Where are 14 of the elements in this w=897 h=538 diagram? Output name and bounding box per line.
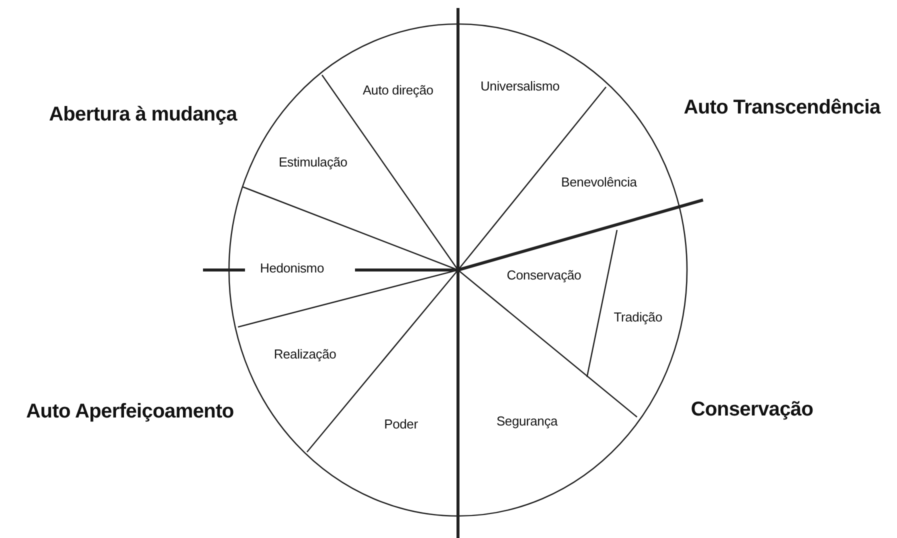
- segment-label: Benevolência: [561, 174, 637, 190]
- segment-label: Estimulação: [278, 154, 348, 170]
- quadrant-heading: Auto Aperfeiçoamento: [26, 400, 234, 424]
- segment-label: Tradição: [614, 310, 662, 324]
- quadrant-heading: Abertura à mudança: [49, 104, 237, 126]
- segment-label: Conservação: [506, 268, 582, 282]
- quadrant-heading: Auto Transcendência: [684, 96, 880, 120]
- quadrant-heading: Conservação: [690, 398, 814, 422]
- segment-label: Realização: [274, 346, 336, 362]
- segment-label: Auto direção: [362, 82, 434, 98]
- segment-label: Hedonismo: [260, 260, 324, 276]
- segment-label: Universalismo: [480, 78, 560, 94]
- segment-label: Poder: [384, 416, 418, 432]
- segment-label: Segurança: [496, 414, 558, 428]
